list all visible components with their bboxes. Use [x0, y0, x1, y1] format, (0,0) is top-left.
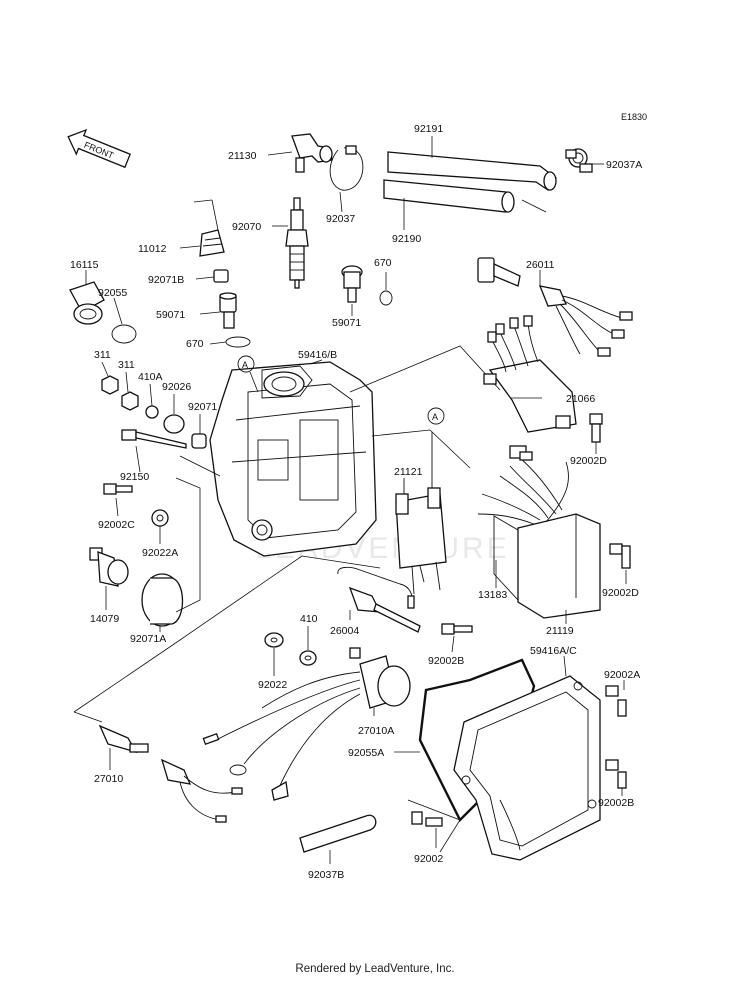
regulator-icon — [483, 315, 577, 433]
part-92190: 92190 — [392, 233, 421, 245]
plug-boot-icon — [199, 229, 225, 257]
case-cover-icon — [453, 675, 601, 861]
callout-a-right-icon — [427, 407, 445, 425]
part-410: 410 — [300, 613, 318, 625]
part-670a: 670 — [374, 257, 392, 269]
part-92055: 92055 — [98, 287, 127, 299]
part-21130: 21130 — [228, 150, 257, 162]
part-92071: 92071 — [188, 401, 217, 413]
part-59071b: 59071 — [332, 317, 361, 329]
footer-credit: Rendered by LeadVenture, Inc. — [295, 963, 455, 975]
seal-ring-icon — [111, 324, 137, 344]
part-311b: 311 — [118, 359, 135, 371]
part-59416B: 59416/B — [298, 349, 337, 361]
part-21121: 21121 — [394, 466, 423, 478]
bolt-b-icon — [441, 623, 473, 635]
part-410A: 410A — [138, 371, 163, 383]
hose-clamp-a-icon — [565, 148, 593, 173]
part-92037B: 92037B — [308, 869, 344, 881]
part-27010: 27010 — [94, 773, 123, 785]
spacer-icon — [163, 414, 185, 434]
cdi-box-icon — [477, 445, 601, 619]
bolt-b2-icon — [605, 759, 627, 789]
washer-92022-icon — [264, 632, 284, 648]
part-14079: 14079 — [90, 613, 119, 625]
spark-plug-icon — [285, 197, 309, 289]
filler-cap-icon — [69, 281, 105, 325]
bolt-bottom-icon — [411, 811, 443, 827]
wire-connector-icon — [477, 257, 633, 357]
ignition-coil-icon — [395, 407, 447, 595]
part-92037: 92037 — [326, 213, 355, 225]
front-arrow-icon: FRONT — [67, 128, 131, 169]
electrical-case-icon — [209, 361, 377, 557]
fitting-icon — [219, 292, 237, 329]
o-ring-icon — [225, 336, 251, 348]
part-11012: 11012 — [138, 243, 167, 255]
bolt-a-icon — [605, 685, 627, 717]
part-92002: 92002 — [414, 853, 443, 865]
part-670b: 670 — [186, 338, 204, 350]
part-21066: 21066 — [566, 393, 595, 405]
neutral-switch-icon — [98, 724, 243, 823]
long-bolt-icon — [121, 429, 187, 449]
part-92070: 92070 — [232, 221, 261, 233]
starter-relay-icon — [202, 647, 411, 801]
grommet-icon — [191, 433, 207, 449]
nut-2-icon — [121, 391, 139, 411]
cable-strap-icon — [299, 814, 377, 853]
part-92071A: 92071A — [130, 633, 166, 645]
part-92022A: 92022A — [142, 547, 178, 559]
part-311a: 311 — [94, 349, 111, 361]
part-92002B_a: 92002B — [428, 655, 464, 667]
part-92002D_b: 92002D — [602, 587, 639, 599]
spark-plug-cap-icon — [291, 133, 333, 173]
hose-lower-icon — [383, 179, 513, 213]
rubber-sleeve-icon — [141, 573, 184, 627]
part-92055A: 92055A — [348, 747, 384, 759]
part-92191: 92191 — [414, 123, 443, 135]
part-13183: 13183 — [478, 589, 507, 601]
grommet-b-icon — [213, 269, 229, 283]
cover-cap-icon — [89, 547, 129, 587]
part-21119: 21119 — [546, 625, 574, 637]
part-26004: 26004 — [330, 625, 359, 637]
fitting-right-icon — [341, 265, 363, 303]
part-92002B_b: 92002B — [598, 797, 634, 809]
bolt-d2-icon — [609, 543, 631, 569]
callout-a-right: A — [432, 412, 438, 422]
part-92026: 92026 — [162, 381, 191, 393]
washer-410-icon — [299, 650, 317, 666]
part-92002C: 92002C — [98, 519, 135, 531]
bolt-c-icon — [103, 483, 133, 495]
part-92150: 92150 — [120, 471, 149, 483]
part-26011: 26011 — [526, 259, 555, 271]
callout-a-left: A — [242, 360, 248, 370]
part-92002D_a: 92002D — [570, 455, 607, 467]
diagram-code: E1830 — [621, 112, 647, 122]
washer-a-icon — [151, 509, 169, 527]
bolt-d-icon — [589, 413, 603, 443]
part-92022: 92022 — [258, 679, 287, 691]
washer-icon — [145, 405, 159, 419]
part-27010A: 27010A — [358, 725, 394, 737]
temp-sensor-icon — [337, 566, 421, 633]
part-16115: 16115 — [70, 259, 99, 271]
part-59416AC: 59416A/C — [530, 645, 577, 657]
nut-icon — [101, 375, 119, 395]
part-92002A: 92002A — [604, 669, 640, 681]
part-92037A: 92037A — [606, 159, 642, 171]
part-59071a: 59071 — [156, 309, 185, 321]
part-92071B: 92071B — [148, 274, 184, 286]
o-ring-right-icon — [379, 290, 393, 306]
callout-a-left-icon — [237, 355, 255, 373]
